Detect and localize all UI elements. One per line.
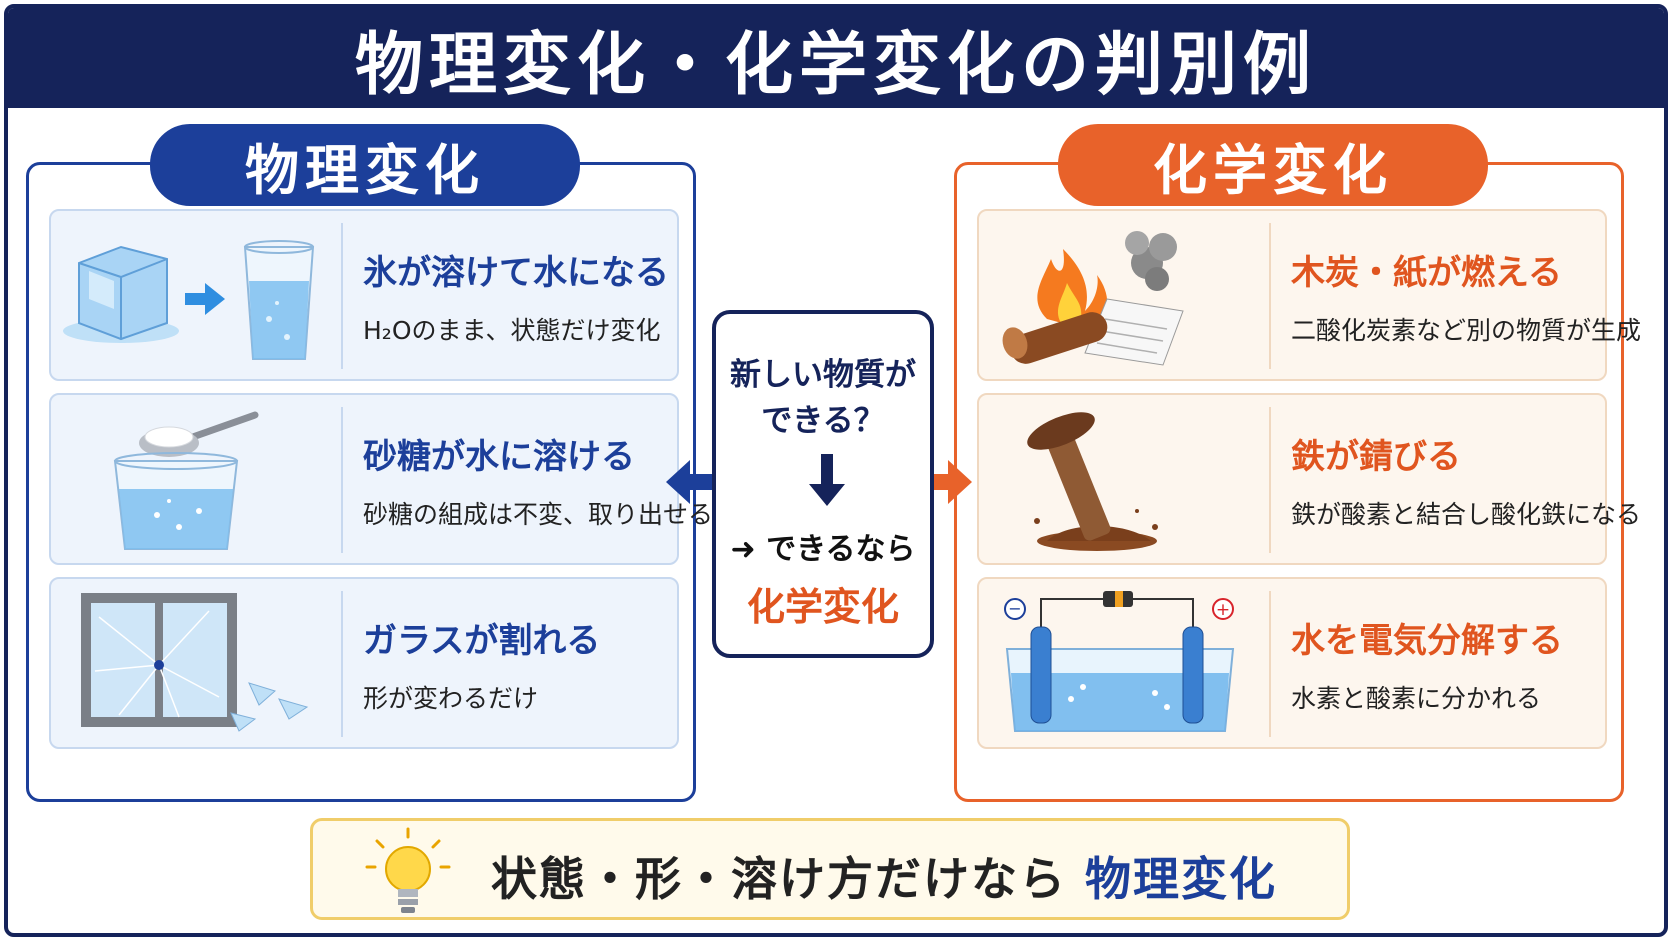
chemical-item-burning: 木炭・紙が燃える 二酸化炭素など別の物質が生成 bbox=[977, 209, 1641, 381]
rusty-nail-icon bbox=[987, 403, 1257, 555]
page-title: 物理変化・化学変化の判別例 bbox=[8, 8, 1664, 108]
physical-change-panel: 氷が溶けて水になる H₂Oのまま、状態だけ変化 砂糖が水に溶ける 砂糖の組成は不… bbox=[26, 162, 713, 802]
item-divider bbox=[1269, 223, 1271, 369]
summary-highlight: 物理変化 bbox=[1085, 852, 1278, 906]
item-heading: 木炭・紙が燃える bbox=[1291, 253, 1562, 293]
item-detail: 二酸化炭素など別の物質が生成 bbox=[1291, 316, 1642, 345]
decision-box: 新しい物質が できる？ ➜ できるなら 化学変化 bbox=[712, 310, 934, 658]
small-arrow-icon: ➜ bbox=[730, 532, 767, 567]
arrow-left-icon bbox=[664, 458, 720, 510]
item-divider bbox=[341, 407, 343, 553]
question-line-2: できる？ bbox=[761, 403, 885, 439]
chemical-item-rust: 鉄が錆びる 鉄が酸素と結合し酸化鉄になる bbox=[977, 393, 1641, 565]
summary-main: 状態・形・溶け方だけなら bbox=[491, 852, 1067, 906]
item-divider bbox=[341, 591, 343, 737]
item-heading: 鉄が錆びる bbox=[1291, 437, 1461, 477]
chemical-item-electrolysis: − + 水を電気分解する 水素と酸素に分かれる bbox=[977, 577, 1607, 749]
arrow-down-icon bbox=[809, 454, 845, 510]
sugar-dissolving-icon bbox=[59, 403, 329, 555]
item-detail: H₂Oのまま、状態だけ変化 bbox=[363, 316, 661, 345]
chemical-change-tab: 化学変化 bbox=[1058, 124, 1488, 206]
item-detail: 鉄が酸素と結合し酸化鉄になる bbox=[1291, 500, 1642, 529]
item-divider bbox=[341, 223, 343, 369]
svg-text:−: − bbox=[1008, 599, 1021, 618]
item-heading: 砂糖が水に溶ける bbox=[363, 437, 635, 477]
chemical-change-panel: 木炭・紙が燃える 二酸化炭素など別の物質が生成 鉄が錆びる 鉄が酸素と結合し酸化… bbox=[954, 162, 1641, 802]
broken-glass-icon bbox=[59, 587, 329, 739]
item-divider bbox=[1269, 407, 1271, 553]
physical-item-glass: ガラスが割れる 形が変わるだけ bbox=[49, 577, 679, 749]
then-text: できるなら bbox=[766, 532, 916, 567]
item-detail: 砂糖の組成は不変、取り出せる bbox=[363, 500, 714, 529]
physical-change-tab: 物理変化 bbox=[150, 124, 580, 206]
item-divider bbox=[1269, 591, 1271, 737]
item-heading: 氷が溶けて水になる bbox=[363, 253, 669, 293]
item-detail: 形が変わるだけ bbox=[363, 684, 539, 713]
electrolysis-icon: − + bbox=[987, 587, 1257, 739]
ice-to-water-icon bbox=[59, 219, 329, 371]
physical-item-sugar: 砂糖が水に溶ける 砂糖の組成は不変、取り出せる bbox=[49, 393, 713, 565]
decision-then: ➜ できるなら bbox=[716, 524, 930, 568]
summary-box: 状態・形・溶け方だけなら 物理変化 bbox=[310, 818, 1350, 920]
item-detail: 水素と酸素に分かれる bbox=[1291, 684, 1542, 713]
item-heading: ガラスが割れる bbox=[363, 621, 601, 661]
summary-text: 状態・形・溶け方だけなら 物理変化 bbox=[491, 843, 1277, 909]
item-heading: 水を電気分解する bbox=[1291, 621, 1563, 661]
physical-item-ice: 氷が溶けて水になる H₂Oのまま、状態だけ変化 bbox=[49, 209, 679, 381]
lightbulb-icon bbox=[363, 827, 453, 921]
arrow-right-icon bbox=[918, 458, 974, 510]
burning-wood-paper-icon bbox=[987, 219, 1257, 371]
decision-result: 化学変化 bbox=[746, 585, 899, 629]
question-line-1: 新しい物質が bbox=[730, 357, 916, 393]
svg-text:+: + bbox=[1216, 600, 1230, 620]
decision-question: 新しい物質が できる？ bbox=[716, 352, 930, 444]
